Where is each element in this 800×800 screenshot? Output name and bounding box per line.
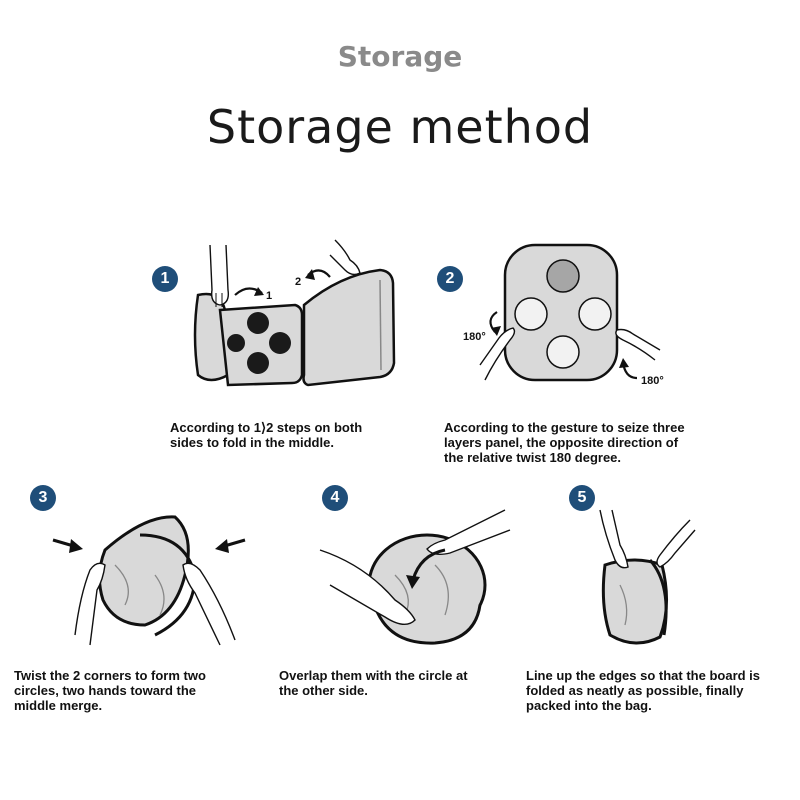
step-2-badge: 2 bbox=[437, 266, 463, 292]
caption-line: According to 1⟩2 steps on both bbox=[170, 420, 363, 435]
curved-arrow-icon bbox=[234, 287, 264, 296]
caption-line: packed into the bag. bbox=[526, 698, 652, 713]
step-4-badge: 4 bbox=[322, 485, 348, 511]
caption-line: folded as neatly as possible, finally bbox=[526, 683, 744, 698]
step-3-caption: Twist the 2 corners to form two circles,… bbox=[14, 668, 264, 713]
step-1-caption: According to 1⟩2 steps on both sides to … bbox=[170, 420, 430, 450]
caption-line: middle merge. bbox=[14, 698, 103, 713]
hand-icon bbox=[656, 519, 696, 568]
arrow-label-2: 2 bbox=[295, 276, 301, 288]
hand-icon bbox=[319, 549, 416, 625]
caption-line: the relative twist 180 degree. bbox=[444, 450, 622, 465]
square-panel bbox=[503, 243, 619, 382]
hole-grey bbox=[546, 259, 580, 293]
middle-panel bbox=[218, 303, 304, 387]
hole-dark bbox=[247, 312, 269, 334]
hole-dark bbox=[269, 332, 291, 354]
curved-arrow-icon bbox=[305, 269, 331, 280]
angle-label-right: 180° bbox=[641, 375, 664, 387]
step-2-caption: According to the gesture to seize three … bbox=[444, 420, 744, 465]
hand-icon bbox=[615, 328, 661, 361]
hand-icon bbox=[74, 562, 106, 646]
curved-arrow-icon bbox=[619, 358, 638, 380]
arrow-label-1: 1 bbox=[266, 290, 272, 302]
straight-arrow-icon bbox=[52, 538, 83, 553]
panel-seam bbox=[379, 279, 382, 371]
step-5-badge: 5 bbox=[569, 485, 595, 511]
hand-icon bbox=[182, 562, 236, 646]
folded-board bbox=[601, 558, 669, 645]
step-4-illustration bbox=[319, 509, 511, 645]
caption-line: According to the gesture to seize three bbox=[444, 420, 685, 435]
straight-arrow-icon bbox=[215, 538, 246, 553]
caption-line: Twist the 2 corners to form two bbox=[14, 668, 206, 683]
angle-label-left: 180° bbox=[463, 331, 486, 343]
step-2-illustration: 180° 180° bbox=[463, 243, 664, 387]
page-title: Storage method bbox=[206, 100, 594, 154]
hand-icon bbox=[209, 244, 230, 307]
caption-line: layers panel, the opposite direction of bbox=[444, 435, 679, 450]
caption-line: circles, two hands toward the bbox=[14, 683, 197, 698]
hole-light bbox=[578, 297, 612, 331]
twisted-board bbox=[98, 515, 190, 627]
caption-line: sides to fold in the middle. bbox=[170, 435, 334, 450]
hole-dark bbox=[247, 352, 269, 374]
hand-icon bbox=[479, 327, 516, 381]
hole-light bbox=[514, 297, 548, 331]
curved-arrow-icon bbox=[406, 548, 446, 589]
step-3-illustration bbox=[52, 515, 246, 646]
hand-icon bbox=[329, 239, 361, 276]
step-1-badge: 1 bbox=[152, 266, 178, 292]
hand-icon bbox=[426, 509, 511, 556]
step-5-illustration bbox=[599, 509, 696, 645]
caption-line: Overlap them with the circle at bbox=[279, 668, 468, 683]
curved-arrow-icon bbox=[489, 311, 501, 336]
caption-line: Line up the edges so that the board is bbox=[526, 668, 761, 683]
step-4-caption: Overlap them with the circle at the othe… bbox=[279, 668, 509, 698]
caption-line: the other side. bbox=[279, 683, 368, 698]
step-5-caption: Line up the edges so that the board is f… bbox=[526, 668, 796, 713]
step-1-illustration: 1 2 bbox=[193, 239, 396, 387]
hand-icon bbox=[599, 509, 629, 569]
step-3-badge: 3 bbox=[30, 485, 56, 511]
right-panel bbox=[302, 268, 396, 387]
page-subtitle: Storage bbox=[337, 40, 463, 73]
hole-light bbox=[546, 335, 580, 369]
hole-dark bbox=[227, 334, 245, 352]
